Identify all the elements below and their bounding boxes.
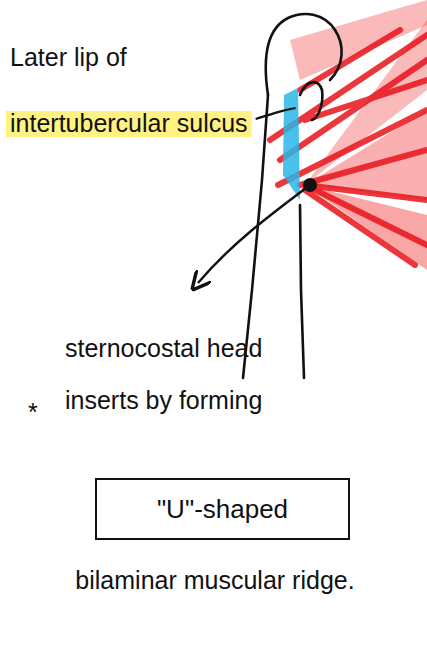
asterisk-mark: * [28, 392, 58, 432]
humerus-outline [243, 14, 342, 378]
leader-line [256, 108, 296, 119]
note-text: bilaminar muscular ridge. [65, 557, 365, 603]
pointer-arrow [198, 185, 310, 283]
box-text: "U"-shaped [157, 494, 288, 525]
note-text: sternocostal head inserts by forming [65, 322, 265, 426]
callout-label: Later lip of intertubercular sulcus [10, 24, 250, 156]
sulcus-lip [283, 88, 300, 200]
pectoral-fibres [270, 0, 427, 270]
boxed-term: "U"-shaped [95, 478, 350, 540]
